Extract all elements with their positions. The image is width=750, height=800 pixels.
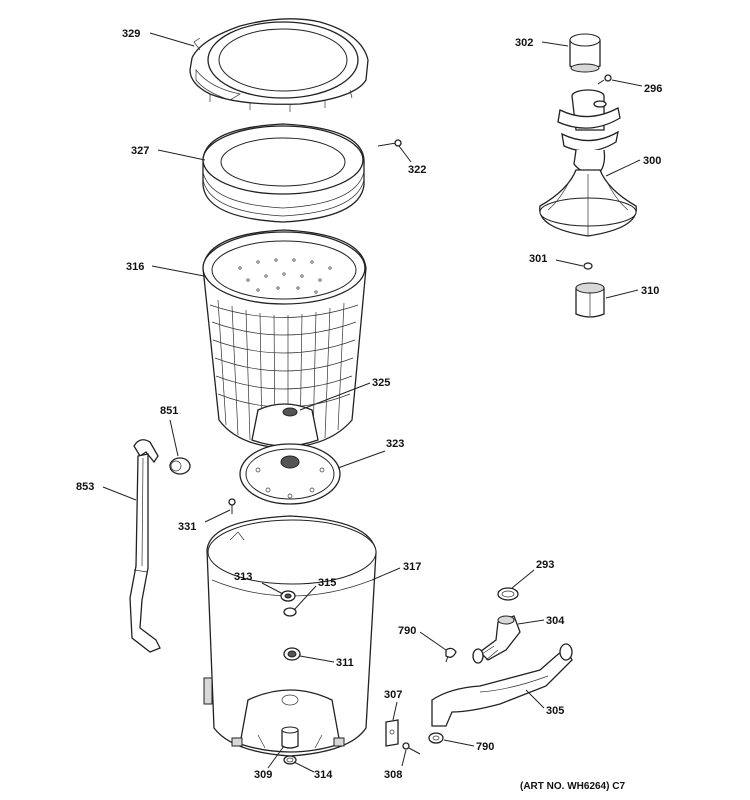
leader-315 [293,585,317,611]
label-305: 305 [546,705,564,717]
label-307: 307 [384,689,402,701]
label-313: 313 [234,571,252,583]
part-329-tub-cover [189,18,369,112]
leader-322 [398,145,412,163]
part-311-seal [283,647,301,661]
label-296: 296 [644,83,662,95]
label-317: 317 [403,561,421,573]
label-300: 300 [643,155,661,167]
label-315: 315 [318,577,336,589]
leader-304 [517,619,545,625]
part-323-hub-plate [239,443,341,505]
label-331: 331 [178,521,196,533]
part-302-cap [569,33,601,73]
leader-311 [299,655,335,663]
leader-310 [605,289,639,299]
part-313-nut [280,590,296,602]
part-314-o-ring [283,755,297,765]
leader-327 [157,149,206,161]
leader-301 [555,259,584,267]
part-308-screw [402,742,421,755]
leader-309 [267,745,285,769]
leader-296 [611,79,643,87]
leader-325 [299,382,371,411]
part-322-screw [377,139,402,147]
label-323: 323 [386,438,404,450]
leader-313 [261,582,284,595]
label-302: 302 [515,37,533,49]
label-322: 322 [408,164,426,176]
label-314: 314 [314,769,333,781]
part-300-agitator [539,89,637,237]
part-851-cap [169,457,191,475]
part-310-coupling [575,282,605,318]
leader-853 [102,486,137,501]
label-311: 311 [336,657,354,669]
part-296-clip [597,74,612,85]
art-number: (ART NO. WH6264) C7 [520,781,625,792]
part-293-clamp [497,587,519,601]
leader-302 [541,41,569,47]
label-316: 316 [126,261,144,273]
part-317-outer-tub [203,515,377,757]
part-316-basket [202,229,367,449]
leader-323 [337,450,386,469]
label-790b: 790 [476,741,494,753]
label-308: 308 [384,769,402,781]
part-304-elbow-hose [472,615,521,664]
label-327: 327 [131,145,149,157]
part-305-drain-hose [431,643,573,727]
leader-790a [419,631,447,651]
label-325: 325 [372,377,390,389]
leader-300 [605,159,641,177]
leader-316 [151,265,205,277]
leader-851 [169,419,179,457]
part-307-bracket [385,719,399,747]
label-329: 329 [122,28,140,40]
label-304: 304 [546,615,565,627]
leader-790b [443,739,475,747]
part-853-tube [129,439,161,653]
part-331-screw [228,498,236,514]
leader-308 [401,749,407,767]
part-309-bearing [281,726,299,749]
part-790-clamp-b [428,732,444,744]
part-315-washer [283,607,297,617]
leader-329 [149,32,195,47]
label-301: 301 [529,253,547,265]
label-853: 853 [76,481,94,493]
leader-314 [293,761,315,773]
part-327-balance-ring [202,123,365,223]
part-301-washer [583,262,593,270]
leader-305 [525,689,545,709]
leader-307 [392,701,398,721]
part-790-clamp-a [445,647,457,663]
label-790a: 790 [398,625,416,637]
label-293: 293 [536,559,554,571]
label-309: 309 [254,769,272,781]
leader-331 [204,509,231,523]
label-851: 851 [160,405,178,417]
leader-293 [511,569,535,589]
leader-317 [371,567,401,581]
label-310: 310 [641,285,659,297]
